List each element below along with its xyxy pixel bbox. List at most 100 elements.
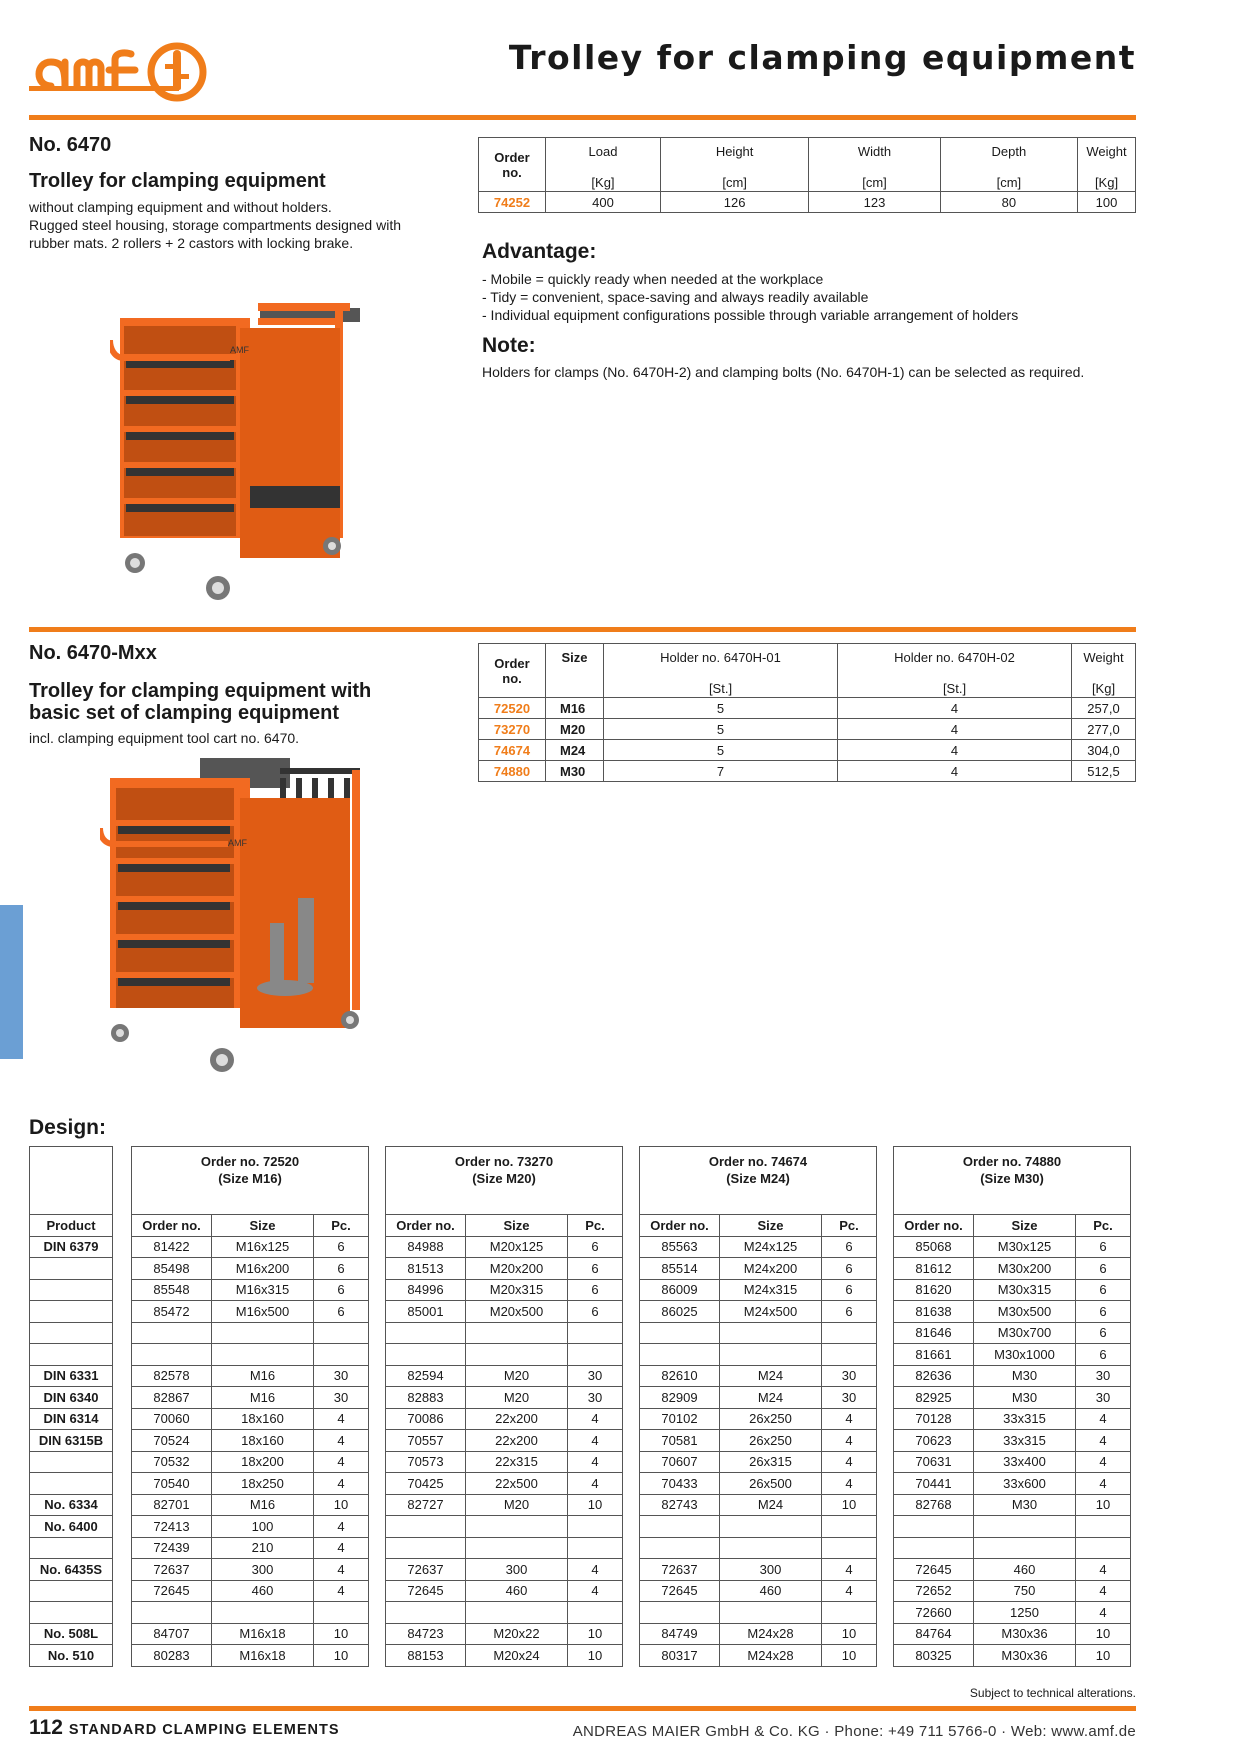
trolley-with-equipment-image: AMF xyxy=(100,758,360,1072)
order-link[interactable]: 74674 xyxy=(478,739,546,761)
footer-company: ANDREAS MAIER GmbH & Co. KG · Phone: +49… xyxy=(572,1723,1136,1740)
col-weight: Weight[Kg] xyxy=(1071,643,1136,698)
table-row xyxy=(385,1515,623,1538)
product-cell: DIN 6379 xyxy=(29,1235,113,1258)
product-cell: No. 510 xyxy=(29,1644,113,1667)
table-row xyxy=(639,1321,877,1344)
table-row xyxy=(639,1515,877,1538)
page-title: Trolley for clamping equipment xyxy=(508,38,1136,77)
product-cell xyxy=(29,1343,113,1366)
col-pc: Pc. xyxy=(567,1214,623,1237)
table-row: 74880 M30 7 4 512,5 xyxy=(478,760,1136,782)
table-row xyxy=(385,1536,623,1559)
group-title: Order no. 74880(Size M30) xyxy=(893,1146,1131,1215)
svg-text:AMF: AMF xyxy=(228,838,248,848)
product-cell xyxy=(29,1278,113,1301)
chapter-tab xyxy=(0,905,23,1059)
section-rule xyxy=(29,627,1136,632)
product-cell: No. 6400 xyxy=(29,1515,113,1538)
product-cell xyxy=(29,1321,113,1344)
svg-text:AMF: AMF xyxy=(230,345,250,355)
table-row xyxy=(639,1601,877,1624)
col-size: Size xyxy=(719,1214,822,1237)
product-cell xyxy=(29,1257,113,1280)
note-text: Holders for clamps (No. 6470H-2) and cla… xyxy=(482,364,1085,380)
product-cell: No. 6435S xyxy=(29,1558,113,1581)
advantage-title: Advantage: xyxy=(482,240,597,263)
table-row: 72520 M16 5 4 257,0 xyxy=(478,697,1136,719)
order-link[interactable]: 73270 xyxy=(478,718,546,740)
design-title: Design: xyxy=(29,1116,107,1139)
order-link[interactable]: 74880 xyxy=(478,760,546,782)
page-number: 112 xyxy=(29,1716,63,1739)
table-row xyxy=(893,1515,1131,1538)
col-width: Width[cm] xyxy=(808,137,941,192)
order-link[interactable]: 72520 xyxy=(478,697,546,719)
product-cell xyxy=(29,1536,113,1559)
table-row: 74252 400 126 123 80 100 xyxy=(478,191,1136,213)
table-row xyxy=(893,1536,1131,1559)
product-name-2: Trolley for clamping equipment with basi… xyxy=(29,680,372,724)
product-cell: DIN 6331 xyxy=(29,1364,113,1387)
order-link[interactable]: 74252 xyxy=(478,191,546,213)
col-load: Load[Kg] xyxy=(545,137,661,192)
table-row xyxy=(385,1601,623,1624)
table-row xyxy=(639,1343,877,1366)
table-row: 74674 M24 5 4 304,0 xyxy=(478,739,1136,761)
technical-notice: Subject to technical alterations. xyxy=(969,1686,1136,1700)
table-row xyxy=(385,1321,623,1344)
product-number-2: No. 6470-Mxx xyxy=(29,642,157,664)
table-row xyxy=(385,1343,623,1366)
col-size: Size xyxy=(973,1214,1076,1237)
col-height: Height[cm] xyxy=(659,137,810,192)
col-holder-02: Holder no. 6470H-02[St.] xyxy=(837,643,1072,698)
trolley-image: AMF xyxy=(110,303,360,600)
table-row xyxy=(131,1343,369,1366)
footer-rule xyxy=(29,1706,1136,1711)
col-order-no: Order no. xyxy=(385,1214,466,1237)
table-row xyxy=(639,1536,877,1559)
table-row xyxy=(131,1601,369,1624)
col-size: Size xyxy=(545,643,604,698)
